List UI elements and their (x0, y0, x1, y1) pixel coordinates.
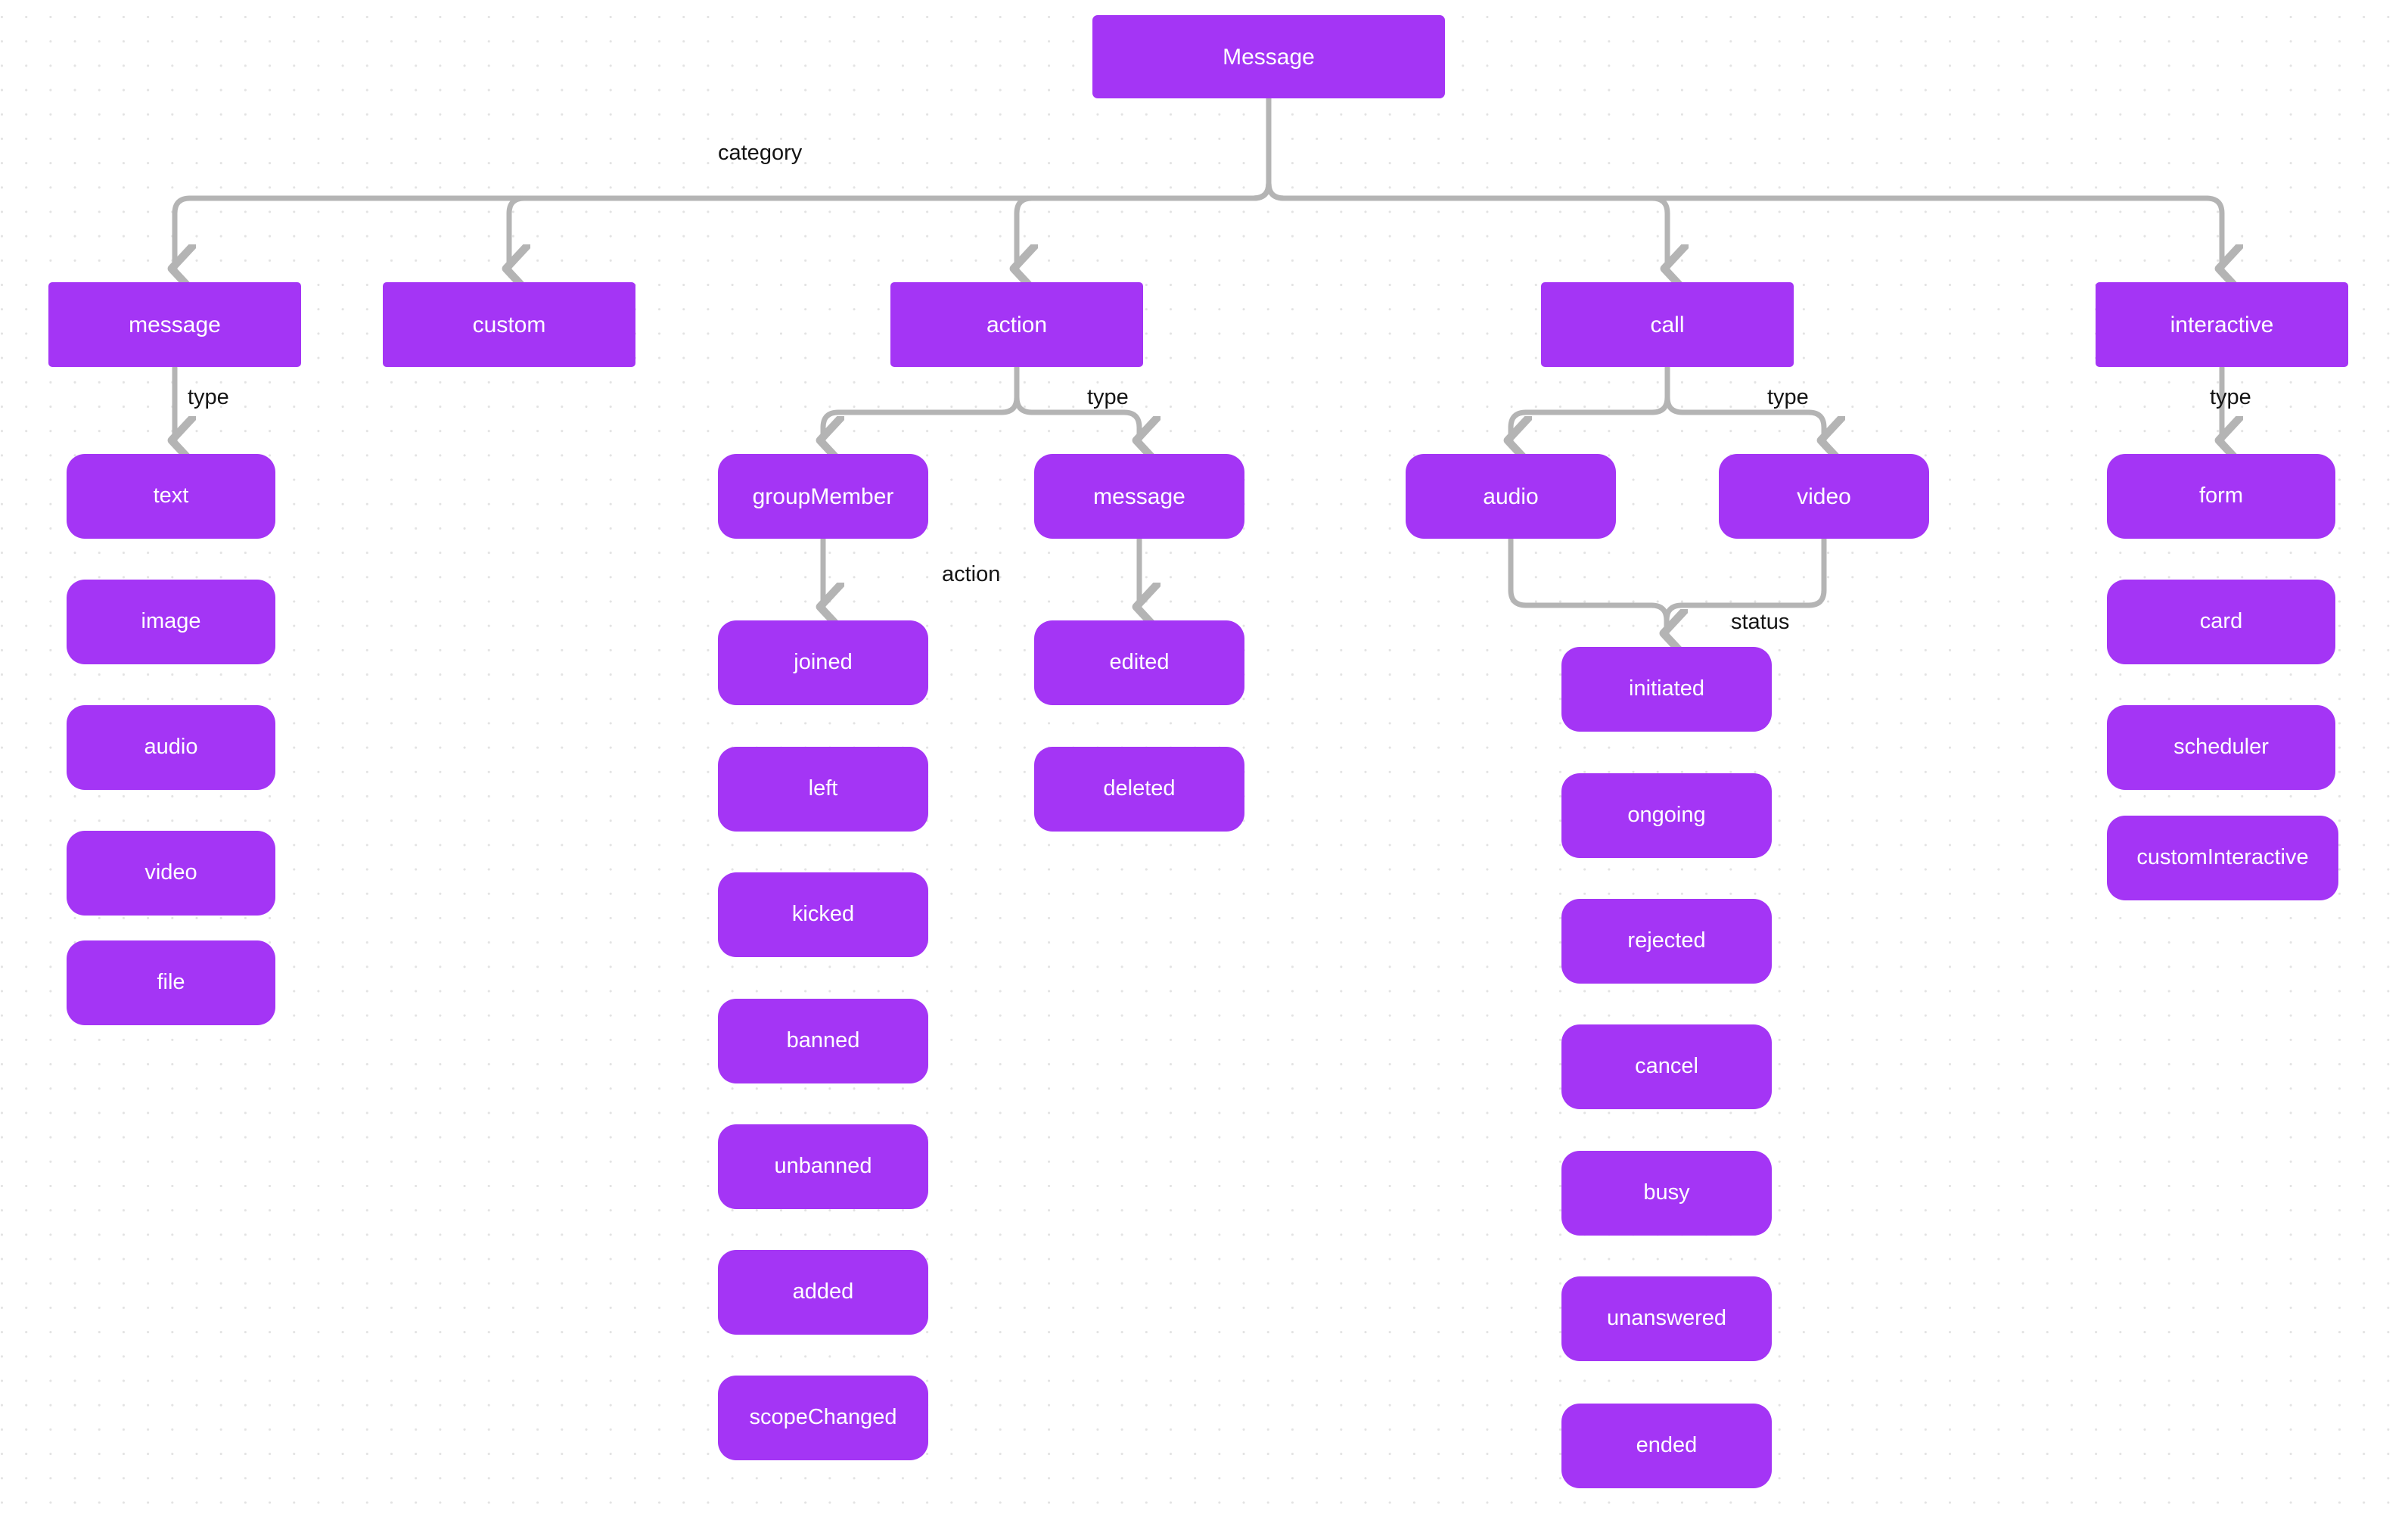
node-label: ongoing (1627, 803, 1706, 828)
node-label: message (1093, 483, 1185, 509)
edge-message-to-message (175, 95, 1272, 269)
node-category-call[interactable]: call (1541, 282, 1794, 367)
node-call-type-audio[interactable]: audio (1406, 454, 1616, 539)
node-label: card (2199, 609, 2243, 634)
node-label: banned (786, 1028, 860, 1053)
edge-label-action-type: type (1087, 385, 1129, 409)
node-label: call (1650, 312, 1685, 337)
node-category-custom[interactable]: custom (383, 282, 635, 367)
node-call-status-ended[interactable]: ended (1561, 1404, 1772, 1488)
node-label: busy (1643, 1180, 1690, 1205)
edge-label-action-action: action (942, 562, 1001, 586)
node-label: added (792, 1279, 854, 1304)
node-action-type-message[interactable]: message (1034, 454, 1244, 539)
node-message-type-text[interactable]: text (67, 454, 275, 539)
edge-action-to-groupmember (823, 364, 1020, 440)
node-call-type-video[interactable]: video (1719, 454, 1929, 539)
node-label: audio (144, 735, 198, 760)
node-label: unanswered (1607, 1306, 1726, 1331)
node-call-status-rejected[interactable]: rejected (1561, 899, 1772, 984)
node-label: form (2199, 483, 2243, 508)
node-groupmember-action-unbanned[interactable]: unbanned (718, 1124, 928, 1209)
node-message-root[interactable]: Message (1092, 15, 1445, 98)
node-label: text (153, 483, 189, 508)
node-category-interactive[interactable]: interactive (2096, 282, 2348, 367)
node-label: action (986, 312, 1048, 337)
node-label: cancel (1635, 1054, 1698, 1079)
node-interactive-type-form[interactable]: form (2107, 454, 2335, 539)
node-label: groupMember (752, 483, 894, 509)
node-message-type-audio[interactable]: audio (67, 705, 275, 790)
node-label: kicked (791, 902, 855, 927)
node-call-status-busy[interactable]: busy (1561, 1151, 1772, 1236)
edge-message-to-custom (509, 95, 1272, 269)
node-interactive-type-card[interactable]: card (2107, 580, 2335, 664)
node-groupmember-action-scopechanged[interactable]: scopeChanged (718, 1376, 928, 1460)
edge-label-call-status: status (1731, 610, 1790, 634)
node-label: initiated (1629, 676, 1704, 701)
node-label: interactive (2170, 312, 2274, 337)
node-label: customInteractive (2136, 845, 2309, 870)
edge-call-to-audio (1511, 364, 1670, 440)
node-label: Message (1223, 44, 1315, 70)
node-call-status-initiated[interactable]: initiated (1561, 647, 1772, 732)
node-label: left (808, 776, 838, 801)
edge-audio-to-initiated (1508, 536, 1667, 633)
node-label: file (157, 970, 185, 995)
node-message-type-image[interactable]: image (67, 580, 275, 664)
node-label: scopeChanged (749, 1405, 897, 1430)
node-call-status-ongoing[interactable]: ongoing (1561, 773, 1772, 858)
node-label: deleted (1103, 776, 1176, 801)
edge-message-to-action (1017, 95, 1272, 269)
node-groupmember-action-kicked[interactable]: kicked (718, 872, 928, 957)
node-label: image (141, 609, 201, 634)
node-actionmessage-action-edited[interactable]: edited (1034, 620, 1244, 705)
node-label: audio (1483, 483, 1539, 509)
edge-label-message-type: type (188, 385, 229, 409)
node-call-status-unanswered[interactable]: unanswered (1561, 1276, 1772, 1361)
node-label: message (129, 312, 221, 337)
node-message-type-file[interactable]: file (67, 940, 275, 1025)
node-groupmember-action-left[interactable]: left (718, 747, 928, 832)
node-category-message[interactable]: message (48, 282, 301, 367)
node-action-type-groupmember[interactable]: groupMember (718, 454, 928, 539)
node-actionmessage-action-deleted[interactable]: deleted (1034, 747, 1244, 832)
node-call-status-cancel[interactable]: cancel (1561, 1024, 1772, 1109)
node-groupmember-action-banned[interactable]: banned (718, 999, 928, 1083)
node-groupmember-action-added[interactable]: added (718, 1250, 928, 1335)
edge-label-interactive-type: type (2210, 385, 2251, 409)
node-label: rejected (1627, 928, 1706, 953)
node-interactive-type-scheduler[interactable]: scheduler (2107, 705, 2335, 790)
edge-label-call-type: type (1767, 385, 1809, 409)
node-interactive-type-custominteractive[interactable]: customInteractive (2107, 816, 2338, 900)
node-label: custom (472, 312, 546, 337)
node-label: scheduler (2173, 735, 2269, 760)
node-label: video (1797, 483, 1851, 509)
node-category-action[interactable]: action (890, 282, 1143, 367)
node-label: unbanned (774, 1154, 872, 1179)
edge-label-category: category (718, 141, 803, 165)
node-label: video (144, 860, 197, 885)
node-groupmember-action-joined[interactable]: joined (718, 620, 928, 705)
edge-message-to-call (1266, 95, 1667, 269)
node-label: edited (1109, 650, 1170, 675)
edge-message-to-interactive (1266, 95, 2222, 269)
node-message-type-video[interactable]: video (67, 831, 275, 916)
node-label: joined (794, 650, 853, 675)
node-label: ended (1636, 1433, 1698, 1458)
